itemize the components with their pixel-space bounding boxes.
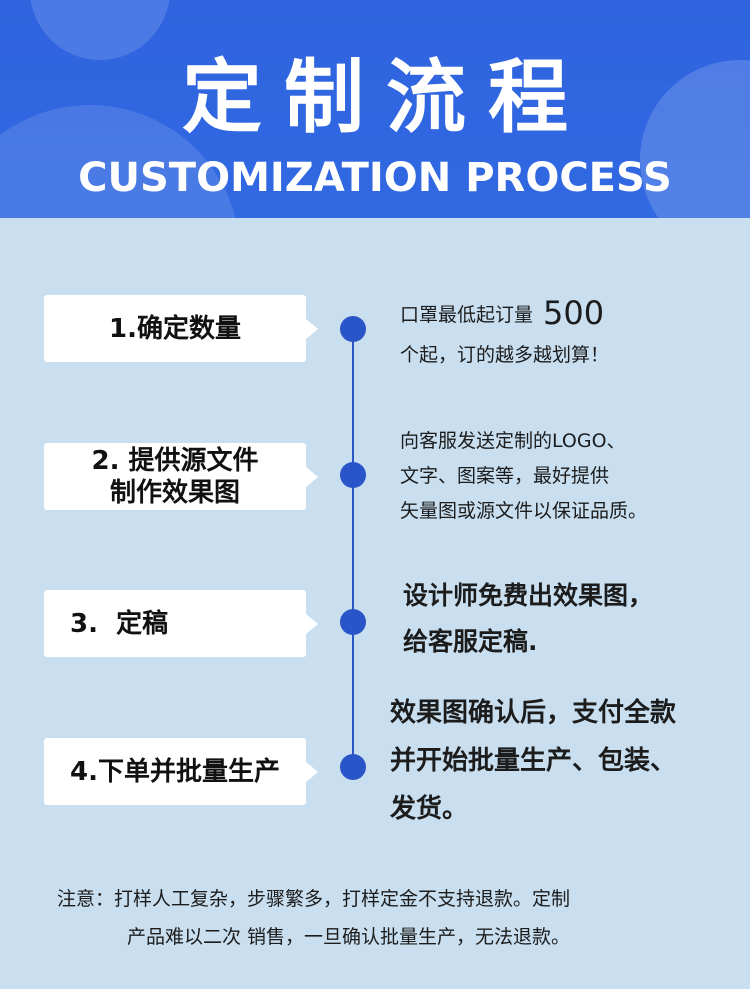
- header-banner: 定制流程 CUSTOMIZATION PROCESS: [0, 0, 750, 218]
- step-2-box: 2. 提供源文件 制作效果图: [44, 443, 318, 510]
- notice-line1: 注意：打样人工复杂，步骤繁多，打样定金不支持退款。定制: [57, 888, 571, 910]
- step-1-description: 口罩最低起订量 500 个起，订的越多越划算！: [400, 293, 609, 375]
- step-2-label-line2: 制作效果图: [109, 477, 240, 508]
- step-4-desc-line: 效果图确认后，支付全款: [390, 698, 677, 728]
- step-2-desc-line: 矢量图或源文件以保证品质。: [400, 500, 648, 522]
- timeline-dot-1: [340, 316, 366, 342]
- step-4-description: 效果图确认后，支付全款 并开始批量生产、包装、 发货。: [390, 689, 676, 833]
- step-4-desc-line: 发货。: [390, 794, 469, 824]
- timeline-dot-3: [340, 609, 366, 635]
- step-3-label: 3. 定稿: [70, 608, 169, 639]
- step-1-min-quantity: 500: [543, 294, 605, 332]
- notice-line2: 产品难以二次 销售，一旦确认批量生产，无法退款。: [127, 926, 571, 948]
- step-4-desc-line: 并开始批量生产、包装、: [390, 746, 677, 776]
- step-2-label-line1: 2. 提供源文件: [91, 445, 259, 476]
- step-1-box: 1.确定数量: [44, 295, 318, 362]
- step-4-label: 4.下单并批量生产: [70, 756, 280, 787]
- page-subtitle: CUSTOMIZATION PROCESS: [78, 155, 672, 201]
- step-3-desc-line: 设计师免费出效果图，: [403, 581, 654, 610]
- timeline-line: [352, 328, 354, 768]
- step-3-box: 3. 定稿: [44, 590, 318, 657]
- step-1-desc-line2: 个起，订的越多越划算！: [400, 344, 610, 366]
- step-1-desc-line1: 口罩最低起订量: [400, 304, 534, 326]
- step-2-description: 向客服发送定制的LOGO、 文字、图案等，最好提供 矢量图或源文件以保证品质。: [400, 424, 647, 529]
- step-2-desc-line: 向客服发送定制的LOGO、: [400, 430, 626, 452]
- page-title: 定制流程: [182, 51, 590, 144]
- timeline-dot-4: [340, 754, 366, 780]
- step-1-label: 1.确定数量: [109, 313, 241, 344]
- step-3-description: 设计师免费出效果图， 给客服定稿.: [403, 573, 653, 665]
- step-2-desc-line: 文字、图案等，最好提供: [400, 465, 610, 487]
- step-4-box: 4.下单并批量生产: [44, 738, 318, 805]
- timeline-dot-2: [340, 462, 366, 488]
- notice-text: 注意：打样人工复杂，步骤繁多，打样定金不支持退款。定制 产品难以二次 销售，一旦…: [57, 880, 727, 956]
- step-3-desc-line: 给客服定稿.: [403, 627, 538, 656]
